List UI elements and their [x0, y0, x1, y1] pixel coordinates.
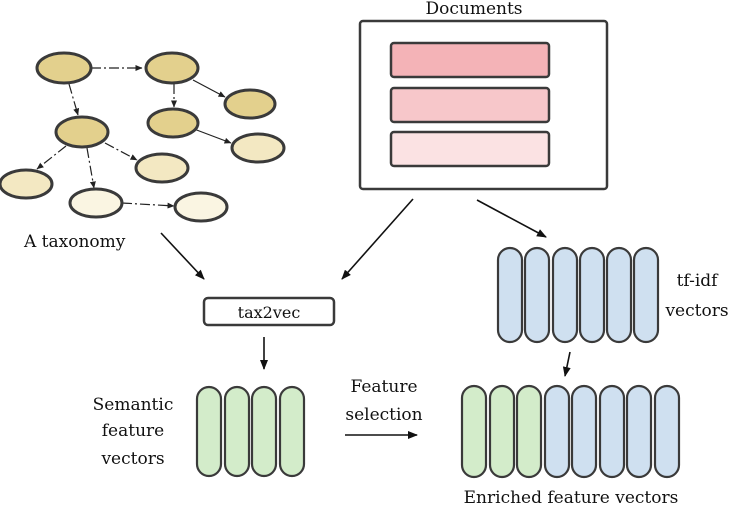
semantic-label-line1: Semantic — [93, 395, 174, 415]
arrow-documents-to-tax2vec — [341, 198, 414, 280]
enriched-tfidf-column — [570, 384, 598, 479]
semantic-label-line3: vectors — [100, 449, 164, 469]
taxonomy-edge — [86, 147, 96, 189]
semantic-vectors — [195, 385, 306, 478]
document-bar — [389, 86, 551, 124]
taxonomy-node — [173, 191, 229, 223]
tax2vec-label: tax2vec — [238, 303, 301, 322]
taxonomy-node — [134, 152, 190, 184]
arrow-tfidf-to-enriched — [562, 351, 571, 377]
enriched-semantic-column — [488, 384, 516, 479]
tfidf-vectors — [496, 246, 660, 344]
enriched-semantic-column — [460, 384, 488, 479]
enriched-semantic-column — [515, 384, 543, 479]
enriched-tfidf-column — [543, 384, 571, 479]
tfidf-column — [578, 246, 606, 344]
enriched-vectors — [460, 384, 681, 479]
document-bar — [389, 41, 551, 79]
arrow-documents-to-tfidf — [476, 199, 547, 238]
tfidf-label-line2: vectors — [664, 301, 728, 321]
documents-label: Documents — [425, 0, 522, 19]
tfidf-column — [551, 246, 579, 344]
taxonomy-node — [230, 132, 286, 164]
arrow-taxonomy-to-tax2vec — [160, 232, 205, 280]
tfidf-column — [605, 246, 633, 344]
semantic-column — [278, 385, 306, 478]
taxonomy-edge — [192, 79, 226, 98]
taxonomy-node — [146, 107, 200, 139]
feature-selection-line1: Feature — [350, 377, 417, 397]
semantic-label-line2: feature — [102, 421, 164, 441]
taxonomy-edge — [193, 128, 232, 144]
document-bar — [389, 130, 551, 168]
taxonomy-edge — [68, 83, 80, 116]
taxonomy-node — [0, 168, 54, 200]
taxonomy-edge — [121, 202, 175, 209]
taxonomy-edge — [36, 145, 67, 170]
taxonomy-node — [223, 88, 277, 120]
tfidf-column — [523, 246, 551, 344]
taxonomy-graph — [0, 51, 286, 223]
taxonomy-node — [68, 187, 124, 219]
tfidf-column — [632, 246, 660, 344]
enriched-label: Enriched feature vectors — [464, 488, 679, 508]
documents-box — [358, 19, 609, 191]
taxonomy-node — [54, 115, 110, 149]
tax2vec-box: tax2vec — [202, 296, 336, 327]
semantic-column — [223, 385, 251, 478]
taxonomy-label: A taxonomy — [23, 232, 126, 252]
tfidf-label-line1: tf-idf — [677, 271, 720, 291]
taxonomy-edge — [104, 142, 138, 161]
enriched-tfidf-column — [653, 384, 681, 479]
tfidf-column — [496, 246, 524, 344]
taxonomy-node — [35, 51, 93, 85]
enriched-tfidf-column — [625, 384, 653, 479]
enriched-tfidf-column — [598, 384, 626, 479]
semantic-column — [250, 385, 278, 478]
feature-selection-line2: selection — [345, 405, 422, 425]
semantic-column — [195, 385, 223, 478]
taxonomy-node — [144, 51, 200, 85]
